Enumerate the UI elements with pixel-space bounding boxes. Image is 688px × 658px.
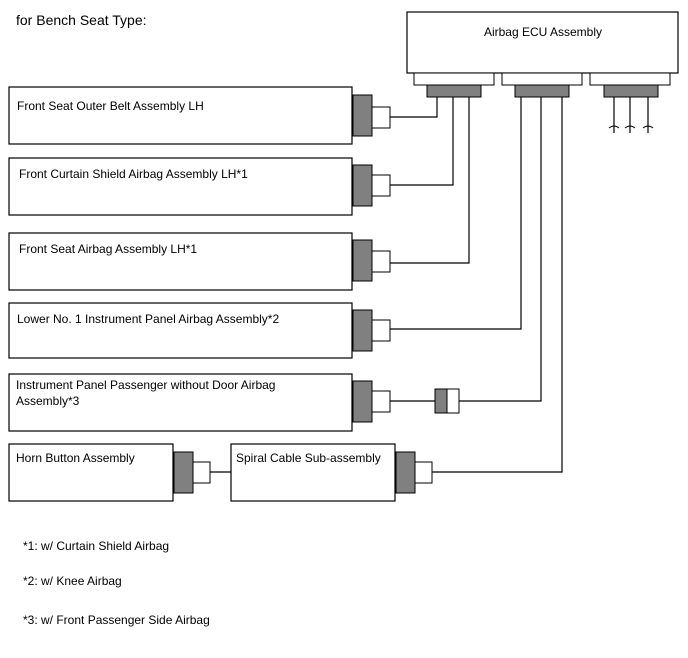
component-front-seat-outer-belt: Front Seat Outer Belt Assembly LH bbox=[8, 86, 391, 145]
ecu-label: Airbag ECU Assembly bbox=[484, 25, 602, 39]
component-spiral-cable: Spiral Cable Sub-assembly bbox=[230, 443, 433, 502]
component-label: Spiral Cable Sub-assembly bbox=[236, 451, 381, 465]
component-front-curtain-shield-airbag: Front Curtain Shield Airbag Assembly LH*… bbox=[8, 157, 391, 216]
footnote-1: *1: w/ Curtain Shield Airbag bbox=[23, 539, 169, 553]
component-horn-button: Horn Button Assembly bbox=[8, 443, 211, 502]
component-label: Front Seat Outer Belt Assembly LH bbox=[17, 99, 204, 113]
component-label: Lower No. 1 Instrument Panel Airbag Asse… bbox=[17, 312, 279, 326]
inline-connector bbox=[434, 388, 460, 414]
component-label: Front Seat Airbag Assembly LH*1 bbox=[19, 242, 197, 256]
airbag-ecu: Airbag ECU Assembly bbox=[406, 11, 679, 98]
wire-break-marks bbox=[608, 125, 654, 129]
component-label: Front Curtain Shield Airbag Assembly LH*… bbox=[19, 167, 248, 181]
ecu-connector-1 bbox=[426, 84, 482, 98]
footnote-2: *2: w/ Knee Airbag bbox=[23, 574, 122, 588]
ecu-connector-3 bbox=[603, 84, 659, 98]
diagram-title: for Bench Seat Type: bbox=[16, 12, 147, 28]
component-label: Horn Button Assembly bbox=[16, 451, 135, 465]
component-instrument-panel-passenger-airbag: Instrument Panel Passenger without Door … bbox=[8, 373, 391, 432]
component-front-seat-airbag: Front Seat Airbag Assembly LH*1 bbox=[8, 232, 391, 291]
component-label-line-1: Instrument Panel Passenger without Door … bbox=[16, 378, 275, 392]
component-label-line-2: Assembly*3 bbox=[16, 394, 80, 408]
footnote-3: *3: w/ Front Passenger Side Airbag bbox=[23, 613, 210, 627]
component-lower-instrument-panel-airbag: Lower No. 1 Instrument Panel Airbag Asse… bbox=[8, 302, 391, 359]
wires bbox=[210, 97, 649, 473]
ecu-connector-2 bbox=[514, 84, 570, 98]
